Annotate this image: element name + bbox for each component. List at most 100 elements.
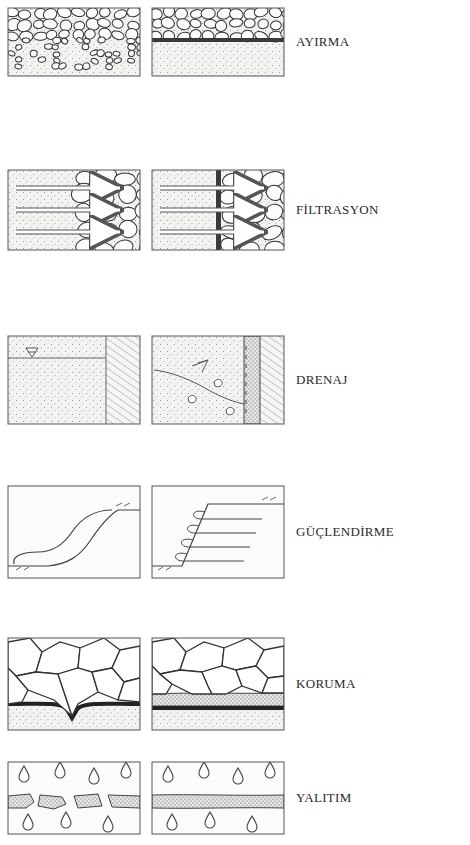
gravel-stone [126,8,140,18]
filtration-without [8,170,140,250]
water-drop [247,816,257,832]
gravel-stone [116,218,139,241]
gravel-stone [76,37,84,44]
separation-without [8,8,140,76]
water-drop [121,762,131,778]
gravel-stone [15,57,22,63]
gravel-stone [218,235,243,250]
gravel-stone [244,18,256,28]
gravel-stone [74,63,83,70]
filtration-with [152,170,284,250]
water-drop [19,766,29,782]
gravel-stone [56,8,73,19]
insulation-without [8,762,140,834]
gravel-stone [58,62,67,70]
gravel-stone [105,52,112,58]
water-drop [205,812,215,828]
gravel-stone [163,8,175,17]
gravel-stone [106,57,114,64]
gravel-stone [60,37,68,45]
water-drop [167,814,177,830]
gravel-stone [118,184,137,204]
gravel-stone [111,17,125,29]
function-label: GÜÇLENDİRME [296,524,394,540]
protection-with [152,638,284,730]
water-drop [89,768,99,784]
protection-without [8,638,140,730]
water-drop [163,766,173,782]
gravel-stone [127,58,135,64]
function-label: FİLTRASYON [296,202,379,218]
gravel-stone [219,189,237,204]
insulation-with [152,762,284,834]
gravel-stone [243,170,264,186]
function-label: DRENAJ [296,372,348,388]
water-drop [55,762,65,778]
gravel-stone [71,8,86,18]
gravel-stone [135,187,140,205]
gravel-stone [115,173,136,186]
gravel-stone [279,187,284,207]
gravel-stone [83,38,90,44]
gravel-stone [214,19,227,32]
gravel-stone [270,21,282,31]
gravel-stone [96,49,104,57]
gravel-stone [268,8,283,19]
gravel-stone [201,8,216,19]
water-drop [265,762,275,778]
gravel-stone [42,18,58,30]
gravel-stone [98,204,118,222]
water-drop [199,762,209,778]
water-drop [61,812,71,828]
function-label: KORUMA [296,676,356,692]
reinforcement-without [8,486,140,578]
gravel-stone [68,180,96,206]
gravel-stone [98,8,111,19]
gravel-stone [257,18,270,31]
gravel-stone [189,18,202,29]
function-label: AYIRMA [296,34,349,50]
gravel-stone [119,207,137,221]
separation-with [152,8,284,76]
gravel-stone [113,8,128,20]
gravel-stone [128,50,135,57]
gravel-stone [8,8,19,18]
gravel-stone [53,52,60,58]
gravel-stone [96,190,115,206]
gravel-stone [52,37,61,44]
gravel-stone [110,29,125,41]
gravel-stone [160,16,176,30]
gravel-stone [253,8,269,18]
gravel-stone [94,170,118,184]
gravel-stone [175,17,191,32]
gravel-stone [136,50,140,57]
gravel-stone [152,8,162,20]
gravel-stone [74,236,96,250]
gravel-stone [8,31,19,43]
gravel-stone [15,44,23,51]
gravel-stone [111,237,136,250]
gravel-stone [113,51,121,57]
drainage-with [152,336,284,424]
gravel-stone [18,10,30,20]
gravel-stone [82,62,91,71]
reinforcement-with [152,486,284,578]
function-label: YALITIM [296,790,352,806]
gravel-stone [263,202,284,222]
water-drop [23,814,33,830]
gravel-stone [229,18,243,28]
gravel-stone [97,17,112,29]
gravel-stone [264,241,284,250]
water-drop [103,816,113,832]
gravel-stone [134,201,140,220]
gravel-stone [8,50,16,57]
gravel-stone [38,56,46,62]
gravel-stone [14,64,22,70]
drainage-without [8,336,140,424]
gravel-stone [82,43,89,50]
gravel-stone [236,239,262,250]
gravel-stone [52,44,59,50]
water-drop [233,768,243,784]
